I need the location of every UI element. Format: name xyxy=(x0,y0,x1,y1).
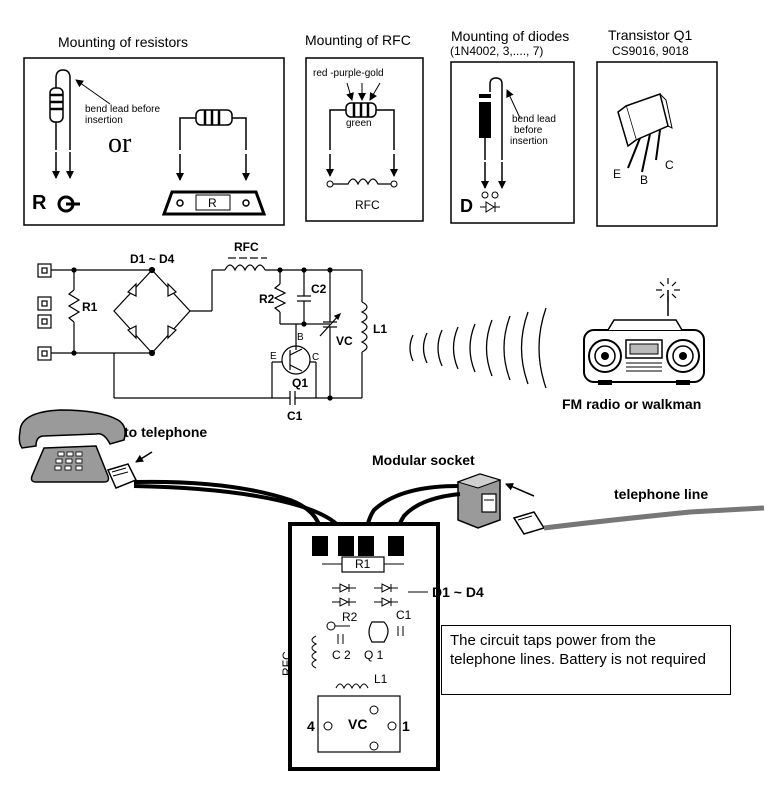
to-telephone-label: to telephone xyxy=(124,424,208,440)
rfc-green: green xyxy=(346,118,372,129)
schematic-collector: C xyxy=(312,352,320,363)
schematic xyxy=(37,257,368,405)
resistor-symbol-left: R xyxy=(32,192,47,214)
board-vc: VC xyxy=(348,716,368,732)
board-d1-d4: D1 ~ D4 xyxy=(432,584,484,600)
schematic-c1: C1 xyxy=(287,409,303,423)
board-r1: R1 xyxy=(355,557,371,571)
board-pin-4: 4 xyxy=(307,718,315,734)
schematic-l1: L1 xyxy=(373,322,388,336)
schematic-rfc: RFC xyxy=(234,240,259,254)
diode-panel-title: Mounting of diodes xyxy=(451,28,570,44)
transistor-pin-c: C xyxy=(665,158,674,172)
schematic-emitter: E xyxy=(270,351,277,362)
resistor-panel-title: Mounting of resistors xyxy=(58,34,188,50)
modular-socket xyxy=(456,473,535,529)
transistor-panel-title: Transistor Q1 xyxy=(608,27,693,43)
diode-bend-note-3: insertion xyxy=(510,136,548,147)
radio-caption: FM radio or walkman xyxy=(562,396,702,412)
radio-waves xyxy=(409,307,547,389)
diode-panel xyxy=(450,61,575,224)
power-note: The circuit taps power from the telephon… xyxy=(441,625,731,695)
schematic-d1-d4: D1 ~ D4 xyxy=(130,252,175,266)
schematic-q1: Q1 xyxy=(292,376,309,390)
fm-radio-icon xyxy=(583,278,705,385)
board-r2: R2 xyxy=(342,610,358,624)
rfc-panel xyxy=(305,57,424,222)
board-rfc: RFC xyxy=(280,651,294,676)
schematic-vc: VC xyxy=(336,334,353,348)
line-plug xyxy=(512,505,765,535)
resistor-symbol-right: R xyxy=(208,196,217,210)
schematic-r2: R2 xyxy=(259,292,275,306)
schematic-c2: C2 xyxy=(311,282,327,296)
diode-bend-note: bend lead xyxy=(512,114,556,125)
rfc-colors: red -purple-gold xyxy=(313,68,384,79)
modular-socket-label: Modular socket xyxy=(372,452,475,468)
schematic-base: B xyxy=(297,332,304,343)
board-l1: L1 xyxy=(374,672,388,686)
telephone-icon xyxy=(18,409,126,483)
transistor-models: CS9016, 9018 xyxy=(612,44,689,58)
board-q1: Q 1 xyxy=(364,648,384,662)
circuit-board xyxy=(288,522,440,771)
rfc-panel-title: Mounting of RFC xyxy=(305,32,411,48)
board-c1: C1 xyxy=(396,608,412,622)
resistor-bend-note: bend lead before xyxy=(85,104,161,115)
telephone-line-label: telephone line xyxy=(614,486,709,502)
transistor-pin-b: B xyxy=(640,173,649,187)
resistor-panel xyxy=(23,57,285,226)
schematic-r1: R1 xyxy=(82,300,98,314)
board-pin-1: 1 xyxy=(402,718,410,734)
rfc-caption: RFC xyxy=(355,198,380,212)
transistor-pin-e: E xyxy=(613,167,622,181)
board-c2: C 2 xyxy=(332,648,351,662)
diode-symbol-letter: D xyxy=(460,196,473,216)
diode-bend-note-2: before xyxy=(514,125,543,136)
transistor-panel xyxy=(596,61,718,227)
or-text: or xyxy=(108,128,132,159)
diode-panel-models: (1N4002, 3,...., 7) xyxy=(450,44,544,58)
resistor-bend-note-2: insertion xyxy=(85,115,123,126)
